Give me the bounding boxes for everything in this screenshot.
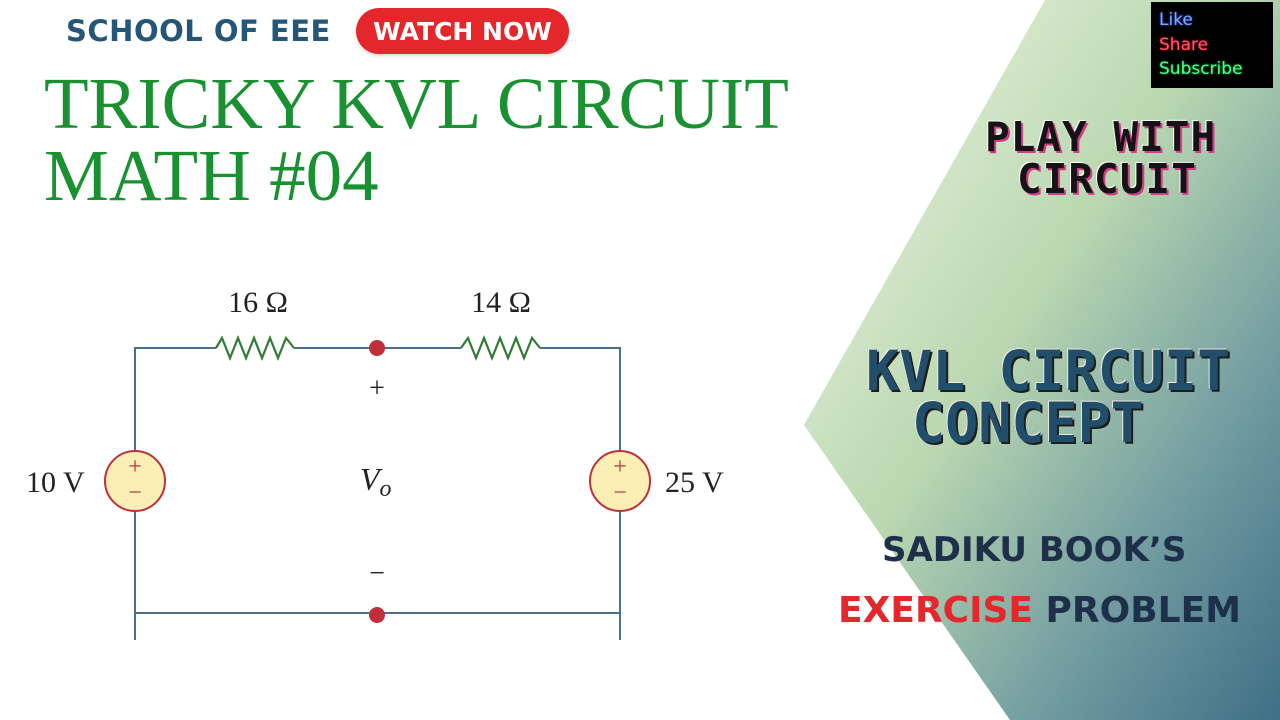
label-16-ohm: 16 Ω <box>228 286 288 319</box>
source-25v-minus: − <box>613 480 627 506</box>
watch-now-button[interactable]: WATCH NOW <box>356 8 569 54</box>
page-title: TRICKY KVL CIRCUIT MATH #04 <box>44 63 789 216</box>
source-10v-plus: + <box>128 454 142 480</box>
voltage-source-25v <box>589 450 651 512</box>
sadiku-book-label: SADIKU BOOK’S <box>882 530 1187 570</box>
like-share-subscribe-badge: Like Share Subscribe <box>1151 2 1273 88</box>
label-vo-main: V <box>360 461 383 497</box>
exercise-word: EXERCISE <box>838 590 1033 631</box>
kvl-line-2: CONCEPT <box>912 391 1144 455</box>
resistor-16-ohm <box>215 335 295 361</box>
play-line-2: CIRCUIT <box>1017 155 1197 203</box>
kvl-line-1: KVL CIRCUIT <box>866 339 1231 403</box>
label-10v: 10 V <box>26 466 85 499</box>
exercise-problem-label: EXERCISE PROBLEM <box>838 590 1241 631</box>
title-line-2: MATH #04 <box>44 135 379 216</box>
channel-brand: SCHOOL OF EEE <box>66 14 331 48</box>
node-top <box>369 340 385 356</box>
label-14-ohm: 14 Ω <box>471 286 531 319</box>
like-label: Like <box>1159 10 1193 30</box>
source-10v-minus: − <box>128 480 142 506</box>
label-plus: + <box>369 373 385 404</box>
problem-word: PROBLEM <box>1033 590 1242 631</box>
subscribe-label: Subscribe <box>1159 59 1243 79</box>
node-bottom <box>369 607 385 623</box>
label-25v: 25 V <box>665 466 724 499</box>
play-line-1: PLAY WITH <box>985 113 1217 161</box>
resistor-14-ohm <box>460 335 541 361</box>
source-25v-plus: + <box>613 454 627 480</box>
play-with-circuit-heading: PLAY WITH CIRCUIT <box>985 116 1275 200</box>
share-label: Share <box>1159 34 1209 55</box>
kvl-concept-heading: KVL CIRCUIT CONCEPT <box>866 339 1276 455</box>
label-minus: − <box>369 558 385 589</box>
label-vo: Vo <box>360 461 392 502</box>
label-vo-sub: o <box>380 476 392 502</box>
circuit-diagram: + − + − 16 Ω 14 Ω 10 V 25 V + − Vo <box>26 286 724 640</box>
title-line-1: TRICKY KVL CIRCUIT <box>44 63 789 144</box>
voltage-source-10v <box>104 450 166 512</box>
